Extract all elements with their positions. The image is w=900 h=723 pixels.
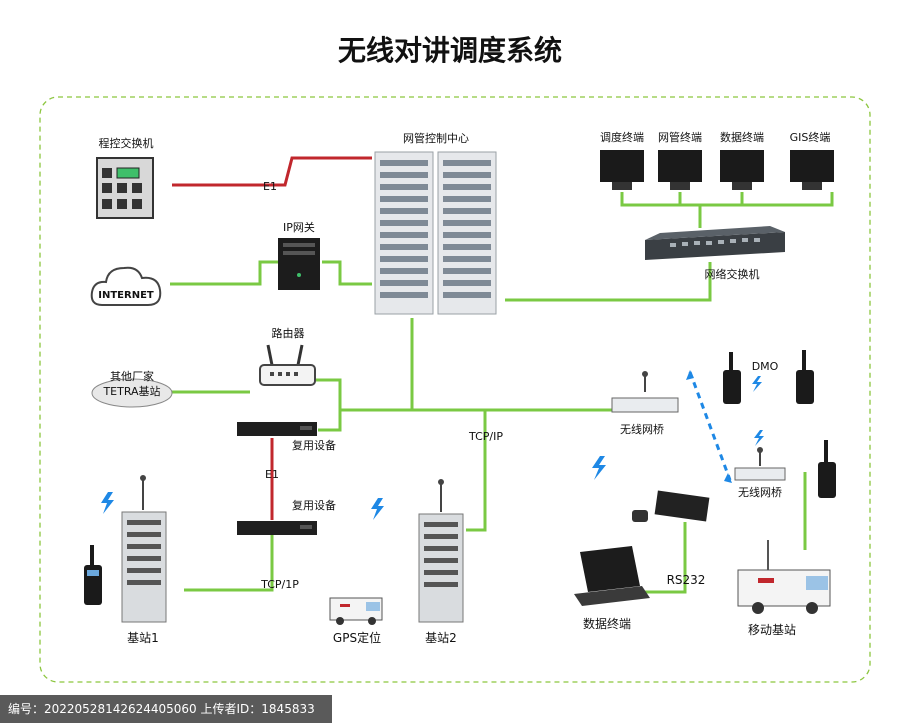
gps-label: GPS定位 <box>333 630 381 645</box>
dmo-label: DMO <box>752 360 779 373</box>
lightning-data-icon <box>592 456 606 480</box>
router-label: 路由器 <box>272 326 305 340</box>
dmo-link <box>688 371 732 481</box>
base-station-2-label: 基站2 <box>425 631 457 645</box>
footer-watermark: 编号：20220528142624405060 上传者ID：1845833 <box>0 695 332 723</box>
tcp-ip-1-label: TCP/IP <box>468 430 503 443</box>
terminal-gis-icon <box>790 150 834 190</box>
links-red <box>172 156 372 520</box>
control-center-label: 网管控制中心 <box>403 131 469 145</box>
internet-label: INTERNET <box>98 290 154 301</box>
network-switch-icon <box>645 226 785 260</box>
lightning-bs1-icon <box>101 492 114 514</box>
terminal-netmgmt-icon <box>658 150 702 190</box>
radio-dmo-right-icon <box>796 350 814 404</box>
dashed-border <box>39 96 871 683</box>
radio-bridge-icon <box>818 440 836 498</box>
terminal-netmgmt-label: 网管终端 <box>658 130 702 144</box>
base-station-1-icon <box>121 475 167 623</box>
dmo-arrow-bottom <box>724 473 732 483</box>
radio-bs1-icon <box>84 545 102 605</box>
base-station-1-label: 基站1 <box>127 631 159 645</box>
data-terminal-label: 数据终端 <box>583 616 631 631</box>
mux-bottom-label: 复用设备 <box>292 498 336 512</box>
wireless-bridge-1-label: 无线网桥 <box>620 422 664 436</box>
tcp-ip-2-label: TCP/1P <box>260 578 299 591</box>
mux-top-icon <box>237 422 317 436</box>
other-vendor-label-2: TETRA基站 <box>102 384 160 398</box>
control-center-rack-icon <box>374 151 497 315</box>
mobile-station-icon <box>737 540 831 614</box>
rs232-label: RS232 <box>667 573 706 587</box>
laptop-icon <box>574 546 650 606</box>
terminal-dispatch-icon <box>600 150 644 190</box>
other-vendor-label-1: 其他厂家 <box>110 369 154 383</box>
wireless-bridge-1-icon <box>611 371 679 413</box>
pbx-label: 程控交换机 <box>99 136 154 150</box>
vehicle-radio-icon <box>632 490 710 522</box>
mobile-station-label: 移动基站 <box>748 623 796 637</box>
mux-bottom-icon <box>237 521 317 535</box>
tetra-base-icon <box>91 378 173 408</box>
router-icon <box>259 344 316 386</box>
terminal-data-icon <box>720 150 764 190</box>
terminal-gis-label: GIS终端 <box>790 130 831 144</box>
lightning-bs2-icon <box>371 498 384 520</box>
links-green <box>170 192 834 594</box>
wireless-bridge-2-icon <box>734 447 786 481</box>
terminal-data-label: 数据终端 <box>720 130 764 144</box>
network-switch-label: 网络交换机 <box>705 267 760 281</box>
terminal-dispatch-label: 调度终端 <box>600 130 644 144</box>
dmo-arrow-top <box>686 370 694 380</box>
radio-dmo-left-icon <box>723 352 741 404</box>
lightning-dmo-icon <box>752 376 762 392</box>
diagram-title: 无线对讲调度系统 <box>338 34 562 67</box>
base-station-2-icon <box>418 479 464 623</box>
e1-top-label: E1 <box>263 180 277 193</box>
internet-cloud-icon <box>90 266 162 306</box>
e1-mid-label: E1 <box>265 468 279 481</box>
wireless-bridge-2-label: 无线网桥 <box>738 485 782 499</box>
mux-top-label: 复用设备 <box>292 438 336 452</box>
gps-vehicle-icon <box>329 597 383 625</box>
ip-gateway-label: IP网关 <box>283 220 315 234</box>
lightning-bridge2-icon <box>754 430 764 446</box>
pbx-icon <box>96 157 154 219</box>
ip-gateway-icon <box>278 238 320 290</box>
